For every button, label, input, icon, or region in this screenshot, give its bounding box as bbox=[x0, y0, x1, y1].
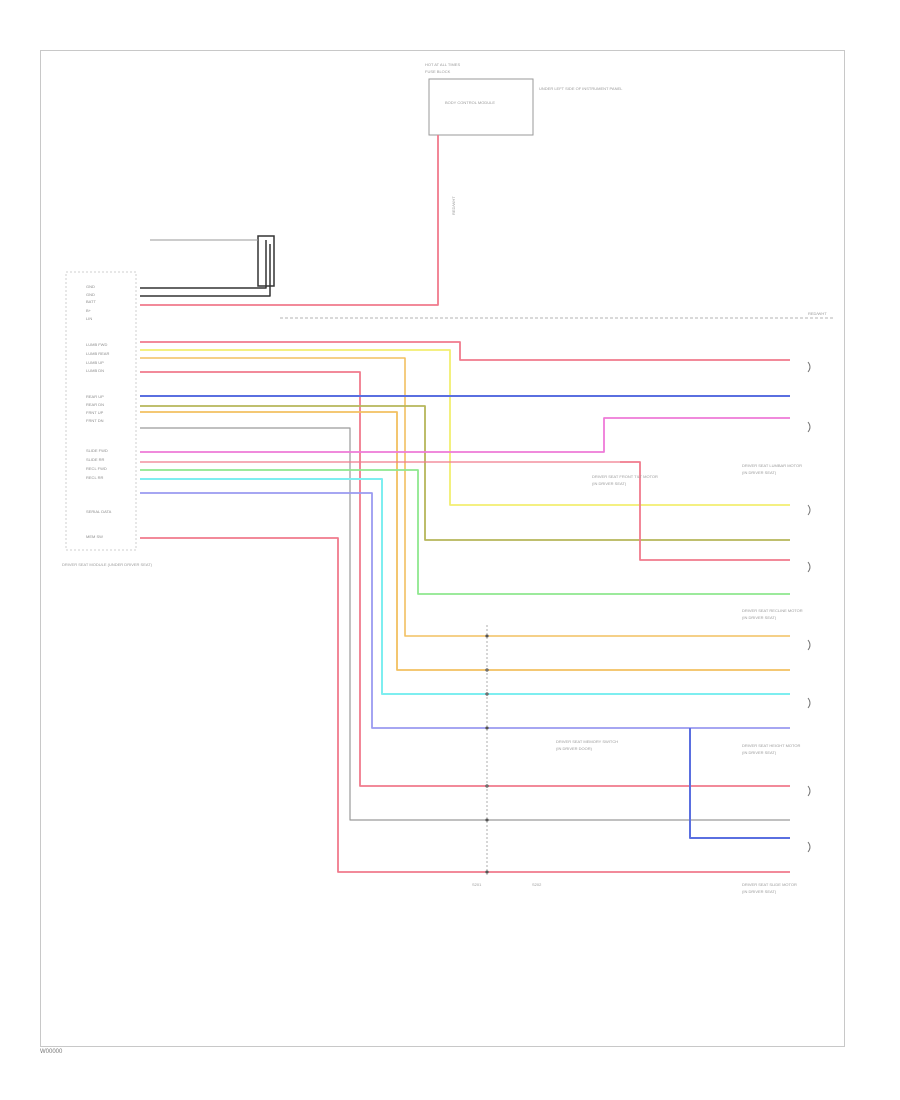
left-module-pin-label: RECL RR bbox=[86, 475, 104, 480]
right-component-name-1: DRIVER SEAT LUMBAR MOTOR bbox=[742, 463, 802, 468]
wire-lumbar-up bbox=[140, 357, 790, 637]
motor-symbol bbox=[807, 639, 811, 651]
left-module-pin-label: LUMB REAR bbox=[86, 351, 109, 356]
left-module-pin-label: LUMB DN bbox=[86, 368, 104, 373]
left-module-pin-label: SLIDE FWD bbox=[86, 448, 108, 453]
right-component-sub-4: (IN DRIVER SEAT) bbox=[742, 889, 777, 894]
diagram-frame bbox=[40, 50, 845, 1047]
wire-recline-fwd bbox=[140, 469, 790, 595]
right-component-name-2: DRIVER SEAT RECLINE MOTOR bbox=[742, 608, 803, 613]
motor-symbol bbox=[807, 697, 811, 709]
wire-rear-down bbox=[140, 405, 790, 541]
left-module-pin-labels: GND GND BATT B+ LIN LUMB FWD LUMB REAR LUMB UP L… bbox=[86, 284, 112, 539]
right-component-name-5: DRIVER SEAT FRONT TILT MOTOR bbox=[592, 474, 658, 479]
wire-front-up bbox=[140, 411, 790, 671]
wire-lumbar-rear bbox=[140, 349, 790, 506]
splice-dot bbox=[485, 870, 489, 874]
motor-symbol bbox=[807, 504, 811, 516]
left-module-pin-label: SERIAL DATA bbox=[86, 509, 112, 514]
top-fuse-label: HOT AT ALL TIMES bbox=[425, 62, 460, 67]
left-module-pin-label: FRNT DN bbox=[86, 418, 104, 423]
wire-ground-1 bbox=[140, 240, 267, 289]
memory-switch-label: DRIVER SEAT MEMORY SWITCH bbox=[556, 739, 618, 744]
left-module-pin-label: SLIDE RR bbox=[86, 457, 105, 462]
left-module-pin-label: LIN bbox=[86, 316, 92, 321]
motor-symbol bbox=[807, 841, 811, 853]
right-component-name-3: DRIVER SEAT HEIGHT MOTOR bbox=[742, 743, 800, 748]
left-module-pin-label: B+ bbox=[86, 308, 92, 313]
motor-symbol bbox=[807, 421, 811, 433]
left-module-pin-label: REAR UP bbox=[86, 394, 104, 399]
right-components: DRIVER SEAT LUMBAR MOTOR (IN DRIVER SEAT… bbox=[592, 463, 803, 894]
top-wire-label: RED/WHT bbox=[451, 196, 456, 215]
splice-b-label: S202 bbox=[532, 882, 542, 887]
splice-a-label: S201 bbox=[472, 882, 482, 887]
motor-symbols bbox=[807, 361, 811, 853]
wire-slide-fwd bbox=[140, 417, 790, 453]
left-module-pin-label: BATT bbox=[86, 299, 96, 304]
figure-id: W00000 bbox=[40, 1049, 63, 1055]
top-module: HOT AT ALL TIMES FUSE BLOCK BODY CONTROL… bbox=[425, 62, 623, 215]
top-module-name: BODY CONTROL MODULE bbox=[445, 100, 495, 105]
left-module-pin-label: FRNT UP bbox=[86, 410, 104, 415]
left-module-box bbox=[65, 271, 137, 551]
motor-symbol bbox=[807, 361, 811, 373]
wire-lumbar-down bbox=[140, 371, 790, 787]
motor-symbol bbox=[807, 785, 811, 797]
top-module-side-text: UNDER LEFT SIDE OF INSTRUMENT PANEL bbox=[539, 86, 623, 91]
left-module-pin-label: RECL FWD bbox=[86, 466, 107, 471]
right-component-sub-1: (IN DRIVER SEAT) bbox=[742, 470, 777, 475]
right-component-sub-5: (IN DRIVER SEAT) bbox=[592, 481, 627, 486]
left-module-pin-label: LUMB FWD bbox=[86, 342, 107, 347]
wire-battery-feed bbox=[140, 135, 439, 306]
motor-symbol bbox=[807, 561, 811, 573]
top-right-wire-label: RED/WHT bbox=[808, 311, 827, 316]
right-component-sub-3: (IN DRIVER SEAT) bbox=[742, 750, 777, 755]
left-module: DRIVER SEAT MODULE (UNDER DRIVER SEAT) bbox=[62, 271, 153, 567]
splice-dot bbox=[485, 818, 489, 822]
left-module-name: DRIVER SEAT MODULE (UNDER DRIVER SEAT) bbox=[62, 562, 153, 567]
wire-lumbar-fwd bbox=[140, 341, 790, 361]
left-module-pin-label: GND bbox=[86, 292, 95, 297]
wire-ground-2 bbox=[140, 244, 271, 297]
memory-switch-sub: (IN DRIVER DOOR) bbox=[556, 746, 593, 751]
left-module-pin-label: REAR DN bbox=[86, 402, 104, 407]
wire-recline-rear bbox=[140, 478, 790, 695]
right-component-sub-2: (IN DRIVER SEAT) bbox=[742, 615, 777, 620]
wire-memory-switch bbox=[140, 537, 790, 873]
wire-front-down bbox=[140, 427, 790, 821]
ground-connector bbox=[150, 235, 275, 287]
wire-recline-extra bbox=[140, 492, 790, 729]
wire-memory-blue bbox=[689, 728, 790, 839]
left-module-pin-label: LUMB UP bbox=[86, 360, 104, 365]
splice-dot bbox=[485, 634, 489, 638]
left-module-pin-label: GND bbox=[86, 284, 95, 289]
right-component-name-4: DRIVER SEAT SLIDE MOTOR bbox=[742, 882, 797, 887]
top-fuse-name: FUSE BLOCK bbox=[425, 69, 451, 74]
left-module-pin-label: MEM SW bbox=[86, 534, 103, 539]
splice-dot bbox=[485, 726, 489, 730]
top-module-box bbox=[428, 78, 534, 136]
wire-slide-rear bbox=[620, 461, 790, 561]
wire-group bbox=[140, 135, 790, 874]
